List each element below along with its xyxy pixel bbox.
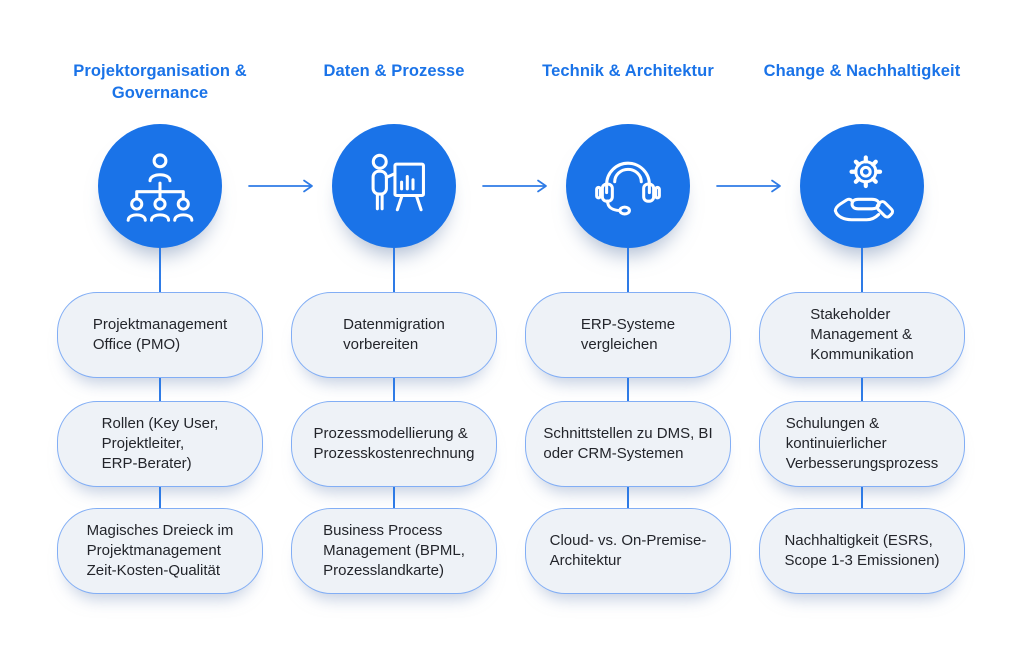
connector-line <box>159 248 161 292</box>
item-text: Magisches Dreieck im Projektmanagement Z… <box>86 522 234 579</box>
flow-arrow-3 <box>716 179 788 193</box>
column-icon-circle <box>332 124 456 248</box>
connector-line <box>159 378 161 401</box>
item-box: Cloud- vs. On-Premise- Architektur <box>525 508 731 594</box>
item-text: Datenmigration vorbereiten <box>343 316 445 353</box>
column-projektorganisation: Projektorganisation & Governance <box>43 60 277 594</box>
item-text: Stakeholder Management & Kommunikation <box>810 306 914 363</box>
column-icon-circle <box>98 124 222 248</box>
item-box: Schnittstellen zu DMS, BI oder CRM-Syste… <box>525 401 731 487</box>
connector-line <box>627 487 629 508</box>
item-text: Rollen (Key User, Projektleiter, ERP-Ber… <box>101 415 219 472</box>
item-box: Datenmigration vorbereiten <box>291 292 497 378</box>
column-change-nachhaltigkeit: Change & Nachhaltigkeit <box>745 60 979 594</box>
item-box: Rollen (Key User, Projektleiter, ERP-Ber… <box>57 401 263 487</box>
column-daten-prozesse: Daten & Prozesse <box>277 60 511 594</box>
headset-icon <box>595 161 661 216</box>
right-arrow-icon <box>482 179 547 193</box>
item-box: Schulungen & kontinuierlicher Verbesseru… <box>759 401 965 487</box>
item-box: Projektmanagement Office (PMO) <box>57 292 263 378</box>
connector-line <box>861 487 863 508</box>
flow-arrow-2 <box>482 179 554 193</box>
column-title: Change & Nachhaltigkeit <box>763 62 961 80</box>
item-text: Business Process Management (BPML, Proze… <box>323 522 465 579</box>
item-text: Projektmanagement Office (PMO) <box>92 316 228 353</box>
item-text: Cloud- vs. On-Premise- Architektur <box>549 532 707 569</box>
diagram-columns: Projektorganisation & Governance <box>43 60 979 594</box>
item-text: ERP-Systeme vergleichen <box>580 316 676 353</box>
connector-line <box>393 378 395 401</box>
item-text: Nachhaltigkeit (ESRS, Scope 1-3 Emission… <box>784 532 940 569</box>
item-box: Nachhaltigkeit (ESRS, Scope 1-3 Emission… <box>759 508 965 594</box>
column-title: Daten & Prozesse <box>323 62 465 80</box>
item-text: Prozessmodellierung & Prozesskostenrechn… <box>313 425 475 462</box>
connector-line <box>861 248 863 292</box>
column-title: Technik & Architektur <box>542 62 714 80</box>
connector-line <box>627 378 629 401</box>
column-icon-circle <box>566 124 690 248</box>
hand-gear-icon <box>833 155 895 222</box>
connector-line <box>393 487 395 508</box>
column-icon-circle <box>800 124 924 248</box>
column-title: Projektorganisation & Governance <box>73 62 247 102</box>
connector-line <box>159 487 161 508</box>
item-text: Schulungen & kontinuierlicher Verbesseru… <box>785 415 939 472</box>
flow-arrow-1 <box>248 179 320 193</box>
connector-line <box>627 248 629 292</box>
item-text: Schnittstellen zu DMS, BI oder CRM-Syste… <box>543 425 713 462</box>
right-arrow-icon <box>716 179 781 193</box>
item-box: ERP-Systeme vergleichen <box>525 292 731 378</box>
item-box: Stakeholder Management & Kommunikation <box>759 292 965 378</box>
column-technik-architektur: Technik & Architektur <box>511 60 745 594</box>
org-chart-icon <box>126 153 194 222</box>
item-box: Magisches Dreieck im Projektmanagement Z… <box>57 508 263 594</box>
right-arrow-icon <box>248 179 313 193</box>
presenter-icon <box>371 153 425 212</box>
connector-line <box>861 378 863 401</box>
item-box: Prozessmodellierung & Prozesskostenrechn… <box>291 401 497 487</box>
connector-line <box>393 248 395 292</box>
item-box: Business Process Management (BPML, Proze… <box>291 508 497 594</box>
